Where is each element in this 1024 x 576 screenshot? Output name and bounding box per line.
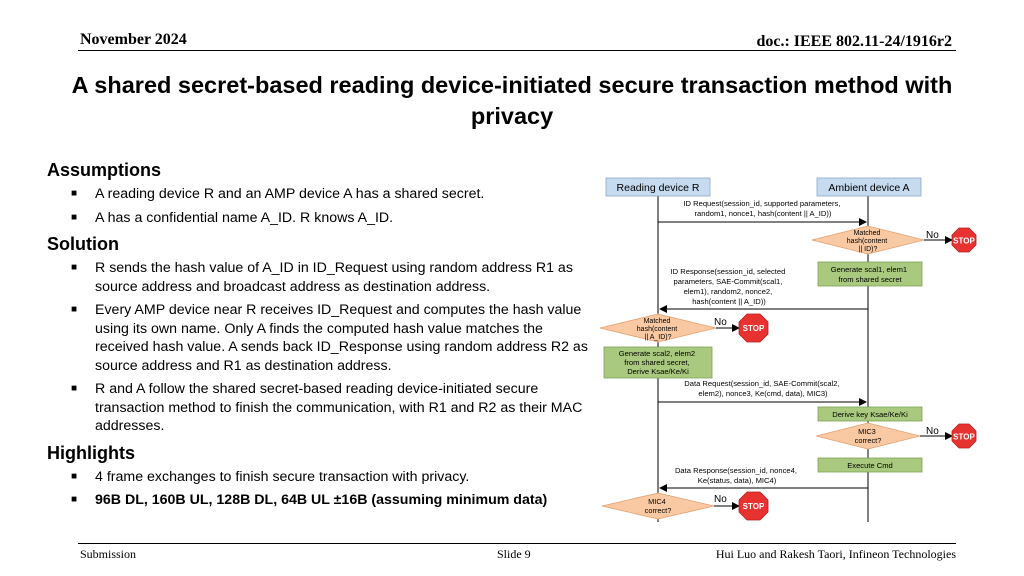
stop-label: STOP xyxy=(743,502,765,511)
stop-label: STOP xyxy=(953,237,975,246)
assumptions-list: ■A reading device R and an AMP device A … xyxy=(47,185,595,227)
decision-matched-hash-2 xyxy=(599,313,717,343)
stop-icon xyxy=(951,227,977,253)
decision-matched-hash-2-label: Matched hash(content || A_ID)? xyxy=(637,318,679,341)
bullet-icon: ■ xyxy=(71,188,78,199)
slide-body: Assumptions ■A reading device R and an A… xyxy=(47,158,595,515)
ambient-header-box xyxy=(816,177,922,197)
no-label-1: No xyxy=(926,230,939,241)
list-item: ■A has a confidential name A_ID. R knows… xyxy=(71,209,394,226)
list-item: ■R and A follow the shared secret-based … xyxy=(71,381,583,434)
msg-data-request-label: Data Request(session_id, SAE-Commit(scal… xyxy=(684,379,841,398)
bullet-icon: ■ xyxy=(71,383,78,394)
msg-id-request-label: ID Request(session_id, supported paramet… xyxy=(683,199,842,218)
action-execute-cmd-label: Execute Cmd xyxy=(847,461,893,470)
decision-mic3 xyxy=(815,422,921,450)
stop-icon xyxy=(951,423,977,449)
decision-mic4-label: MIC4 correct? xyxy=(645,497,672,515)
action-generate-scal1 xyxy=(817,261,923,287)
ambient-header-label: Ambient device A xyxy=(828,182,909,194)
slide-number: Slide 9 xyxy=(497,547,531,561)
solution-list: ■R sends the hash value of A_ID in ID_Re… xyxy=(47,259,595,436)
stop-label: STOP xyxy=(743,324,765,333)
bullet-icon: ■ xyxy=(71,470,78,482)
list-item: ■A reading device R and an AMP device A … xyxy=(71,186,485,202)
action-derive-key xyxy=(817,406,923,422)
highlights-heading: Highlights xyxy=(47,442,135,463)
solution-heading: Solution xyxy=(47,234,119,254)
stop-icon xyxy=(738,491,769,521)
stop-label: STOP xyxy=(953,433,975,442)
action-generate-scal1-label: Generate scal1, elem1 from shared secret xyxy=(831,265,910,284)
reader-header-label: Reading device R xyxy=(617,182,700,194)
list-item: ■96B DL, 160B UL, 128B DL, 64B UL ±16B (… xyxy=(71,492,548,508)
decision-matched-hash-1 xyxy=(811,225,925,255)
decision-mic3-label: MIC3 correct? xyxy=(855,427,882,445)
footer-authors: Hui Luo and Rakesh Taori, Infineon Techn… xyxy=(715,547,956,561)
list-item: ■R sends the hash value of A_ID in ID_Re… xyxy=(71,260,573,295)
bullet-icon: ■ xyxy=(71,494,78,505)
bullet-icon: ■ xyxy=(71,304,78,315)
decision-mic4 xyxy=(601,492,715,520)
list-item: ■4 frame exchanges to finish secure tran… xyxy=(71,468,470,485)
reader-header-box xyxy=(605,177,711,197)
list-item: ■Every AMP device near R receives ID_Req… xyxy=(71,302,588,374)
action-execute-cmd xyxy=(817,457,923,473)
no-label-3: No xyxy=(926,426,939,437)
footer-divider xyxy=(78,543,956,544)
header-divider xyxy=(78,50,956,51)
msg-id-response-label: ID Response(session_id, selected paramet… xyxy=(671,267,788,306)
slide-title: A shared secret-based reading device-ini… xyxy=(71,72,953,129)
header-doc-id: doc.: IEEE 802.11-24/1916r2 xyxy=(756,33,952,50)
action-derive-key-label: Derive key Ksae/Ke/Ki xyxy=(832,410,908,419)
header-date: November 2024 xyxy=(80,31,187,48)
action-generate-scal2-label: Generate scal2, elem2 from shared secret… xyxy=(619,349,698,376)
assumptions-heading: Assumptions xyxy=(47,160,162,180)
bullet-icon: ■ xyxy=(71,262,78,273)
bullet-icon: ■ xyxy=(71,211,78,223)
highlights-list: ■4 frame exchanges to finish secure tran… xyxy=(47,468,595,510)
no-label-2: No xyxy=(714,317,727,328)
footer-submission: Submission xyxy=(80,547,137,561)
decision-matched-hash-1-label: Matched hash(content || ID)? xyxy=(847,230,889,253)
stop-icon xyxy=(738,313,769,343)
action-generate-scal2 xyxy=(603,346,713,379)
msg-data-response-label: Data Response(session_id, nonce4, Ke(sta… xyxy=(675,466,799,485)
no-label-4: No xyxy=(714,494,727,505)
